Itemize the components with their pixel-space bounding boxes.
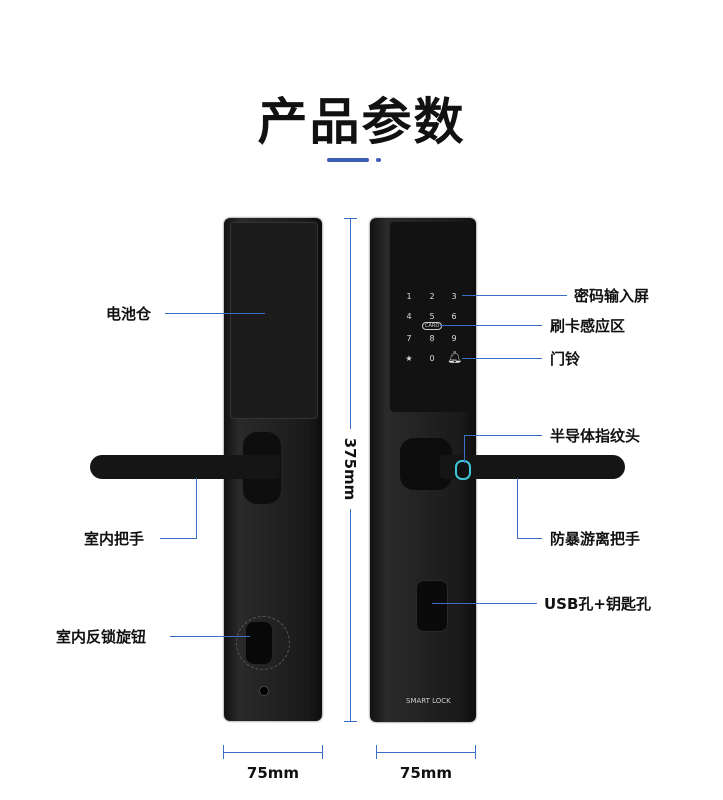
callout-line (464, 435, 465, 463)
dim-tick (475, 745, 476, 759)
callout-line (464, 435, 542, 436)
callout-line (440, 325, 542, 326)
dim-tick (322, 745, 323, 759)
label-indoor-knob: 室内反锁旋钮 (56, 628, 147, 646)
callout-line (462, 295, 567, 296)
battery-compartment (230, 222, 318, 419)
width-dimension-label-right: 75mm (399, 764, 453, 782)
keypad-screen: 1 2 3 4 5 6 CARD 7 8 9 ★ 0 🔔︎ (390, 222, 472, 412)
callout-line (165, 313, 265, 314)
callout-line (170, 636, 250, 637)
key-8: 8 (429, 334, 435, 343)
key-hole-icon (259, 686, 269, 696)
dim-tick (223, 745, 224, 759)
key-9: 9 (451, 334, 457, 343)
page-title: 产品参数 (257, 93, 466, 151)
width-dimension-label-left: 75mm (246, 764, 300, 782)
callout-line (432, 603, 537, 604)
brand-text: SMART LOCK (406, 697, 451, 705)
bell-icon: 🔔︎ (447, 350, 463, 364)
key-3: 3 (451, 292, 457, 301)
callout-line (462, 358, 542, 359)
label-battery: 电池仓 (106, 305, 152, 323)
dim-tick (344, 218, 357, 219)
key-6: 6 (451, 312, 457, 321)
label-doorbell: 门铃 (550, 350, 581, 368)
height-dimension-label: 375mm (341, 429, 359, 509)
callout-line (160, 538, 196, 539)
usb-key-cover (416, 580, 448, 632)
title-underline (327, 158, 369, 162)
width-dimension-line-left (223, 752, 323, 753)
key-7: 7 (406, 334, 412, 343)
callout-line (196, 478, 197, 539)
dim-tick (376, 745, 377, 759)
label-usb-key: USB孔+钥匙孔 (544, 595, 651, 613)
label-fingerprint: 半导体指纹头 (550, 427, 641, 445)
dim-tick (344, 721, 357, 722)
key-0: 0 (429, 354, 435, 363)
title-underline-dot (376, 158, 381, 162)
fingerprint-sensor (455, 460, 471, 480)
label-indoor-handle: 室内把手 (84, 530, 145, 548)
key-1: 1 (406, 292, 412, 301)
key-4: 4 (406, 312, 412, 321)
label-card-area: 刷卡感应区 (550, 317, 626, 335)
label-outdoor-handle: 防暴游离把手 (550, 530, 641, 548)
key-5: 5 (429, 312, 435, 321)
key-2: 2 (429, 292, 435, 301)
key-star: ★ (405, 354, 413, 363)
knob-ring (236, 616, 290, 670)
card-icon: CARD (422, 322, 443, 330)
indoor-handle (90, 455, 280, 479)
callout-line (517, 538, 542, 539)
callout-line (517, 478, 518, 538)
label-password-screen: 密码输入屏 (574, 287, 650, 305)
knob (246, 622, 272, 664)
width-dimension-line-right (376, 752, 476, 753)
